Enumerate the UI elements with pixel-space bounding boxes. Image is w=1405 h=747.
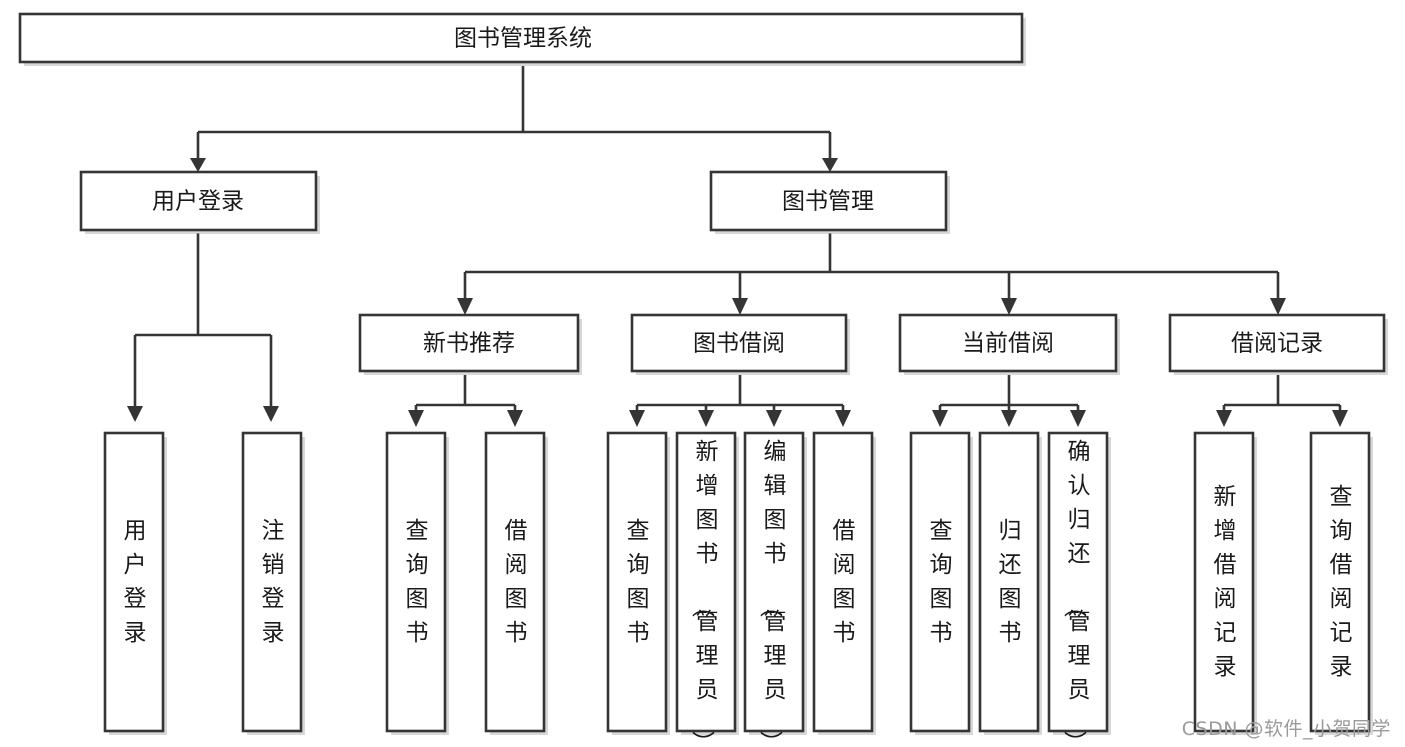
node-root[interactable]: 图书管理系统 xyxy=(18,12,1026,66)
leaf-newbook-borrow-book[interactable]: 借阅图书 xyxy=(484,431,548,735)
leaf-box xyxy=(1047,431,1109,733)
arrow-newbook-leaf-1 xyxy=(408,410,424,427)
leaf-box xyxy=(241,431,303,733)
arrow-newbook-leaf-2 xyxy=(507,410,523,427)
leaf-bookborrow-edit-book[interactable]: 编辑图书（管理员） xyxy=(743,431,807,747)
root-label: 图书管理系统 xyxy=(454,26,592,52)
leaf-vertical-label: 查询图书 xyxy=(930,518,953,646)
arrow-to-current-borrow xyxy=(1001,298,1017,315)
arrow-currentborrow-leaf-3 xyxy=(1070,410,1086,427)
leaf-borrowrecord-query-record[interactable]: 查询借阅记录 xyxy=(1309,431,1373,735)
arrow-to-new-book-recommend xyxy=(457,298,473,315)
arrow-borrowrecord-leaf-1 xyxy=(1216,410,1232,427)
book-manage-box xyxy=(709,170,948,232)
arrow-to-borrow-record xyxy=(1270,298,1286,315)
arrow-bookborrow-leaf-3 xyxy=(766,410,782,427)
user-login-box xyxy=(79,170,318,232)
arrow-currentborrow-leaf-2 xyxy=(1001,410,1017,427)
leaf-vertical-label: 查询图书 xyxy=(627,518,650,646)
arrow-currentborrow-leaf-1 xyxy=(932,410,948,427)
leaf-bookborrow-borrow-book[interactable]: 借阅图书 xyxy=(812,431,876,735)
leaf-user-login-logout[interactable]: 注销登录 xyxy=(241,431,305,735)
current-borrow-label: 当前借阅 xyxy=(962,331,1054,357)
leaf-layer: 用户登录 注销登录 查询图书 借阅图书 查询图书 xyxy=(103,431,1373,747)
leaf-user-login-login[interactable]: 用户登录 xyxy=(103,431,167,735)
connector-layer xyxy=(127,66,1348,427)
leaf-box xyxy=(1309,431,1371,733)
leaf-vertical-label: 借阅图书 xyxy=(505,518,528,646)
node-book-manage[interactable]: 图书管理 xyxy=(709,170,950,234)
borrow-record-label: 借阅记录 xyxy=(1231,331,1323,357)
leaf-vertical-label: 查询借阅记录 xyxy=(1330,484,1353,680)
leaf-currentborrow-return-book[interactable]: 归还图书 xyxy=(978,431,1042,735)
borrow-record-box xyxy=(1168,313,1386,373)
current-borrow-box xyxy=(898,313,1118,373)
root-box xyxy=(18,12,1024,64)
leaf-vertical-label: 用户登录 xyxy=(124,518,147,646)
node-book-borrow[interactable]: 图书借阅 xyxy=(630,313,850,375)
arrow-to-user-login xyxy=(190,158,206,172)
leaf-box xyxy=(909,431,971,733)
leaf-box xyxy=(812,431,874,733)
leaf-box xyxy=(675,431,737,733)
arrow-to-book-borrow xyxy=(732,298,748,315)
leaf-box xyxy=(978,431,1040,733)
leaf-vertical-label: 编辑图书（管理员） xyxy=(758,439,787,747)
leaf-vertical-label: 新增图书（管理员） xyxy=(690,439,719,747)
new-book-recommend-box xyxy=(358,313,580,373)
leaf-vertical-label: 查询图书 xyxy=(406,518,429,646)
book-manage-label: 图书管理 xyxy=(782,189,874,215)
arrow-to-book-manage xyxy=(822,158,838,172)
leaf-currentborrow-query-book[interactable]: 查询图书 xyxy=(909,431,973,735)
leaf-box xyxy=(385,431,447,733)
new-book-recommend-label: 新书推荐 xyxy=(423,331,515,357)
leaf-vertical-label: 注销登录 xyxy=(262,518,285,646)
leaf-vertical-label: 借阅图书 xyxy=(833,518,856,646)
arrow-userlogin-leaf-2 xyxy=(263,406,279,422)
leaf-vertical-label: 确认归还（管理员） xyxy=(1062,439,1091,747)
leaf-box xyxy=(743,431,805,733)
leaf-box xyxy=(1193,431,1255,733)
leaf-box xyxy=(606,431,668,733)
arrow-bookborrow-leaf-2 xyxy=(698,410,714,427)
node-new-book-recommend[interactable]: 新书推荐 xyxy=(358,313,582,375)
node-current-borrow[interactable]: 当前借阅 xyxy=(898,313,1120,375)
leaf-box xyxy=(484,431,546,733)
leaf-borrowrecord-add-record[interactable]: 新增借阅记录 xyxy=(1193,431,1257,735)
arrow-bookborrow-leaf-4 xyxy=(835,410,851,427)
user-login-label: 用户登录 xyxy=(152,189,244,215)
leaf-bookborrow-query-book[interactable]: 查询图书 xyxy=(606,431,670,735)
arrow-bookborrow-leaf-1 xyxy=(629,410,645,427)
leaf-vertical-label: 归还图书 xyxy=(999,518,1022,646)
leaf-vertical-label: 新增借阅记录 xyxy=(1214,484,1237,680)
node-user-login[interactable]: 用户登录 xyxy=(79,170,320,234)
leaf-bookborrow-add-book[interactable]: 新增图书（管理员） xyxy=(675,431,739,747)
node-borrow-record[interactable]: 借阅记录 xyxy=(1168,313,1388,375)
leaf-newbook-query-book[interactable]: 查询图书 xyxy=(385,431,449,735)
book-borrow-label: 图书借阅 xyxy=(693,331,785,357)
arrow-borrowrecord-leaf-2 xyxy=(1332,410,1348,427)
book-borrow-box xyxy=(630,313,848,373)
leaf-currentborrow-confirm-return[interactable]: 确认归还（管理员） xyxy=(1047,431,1111,747)
leaf-box xyxy=(103,431,165,733)
arrow-userlogin-leaf-1 xyxy=(127,406,143,422)
